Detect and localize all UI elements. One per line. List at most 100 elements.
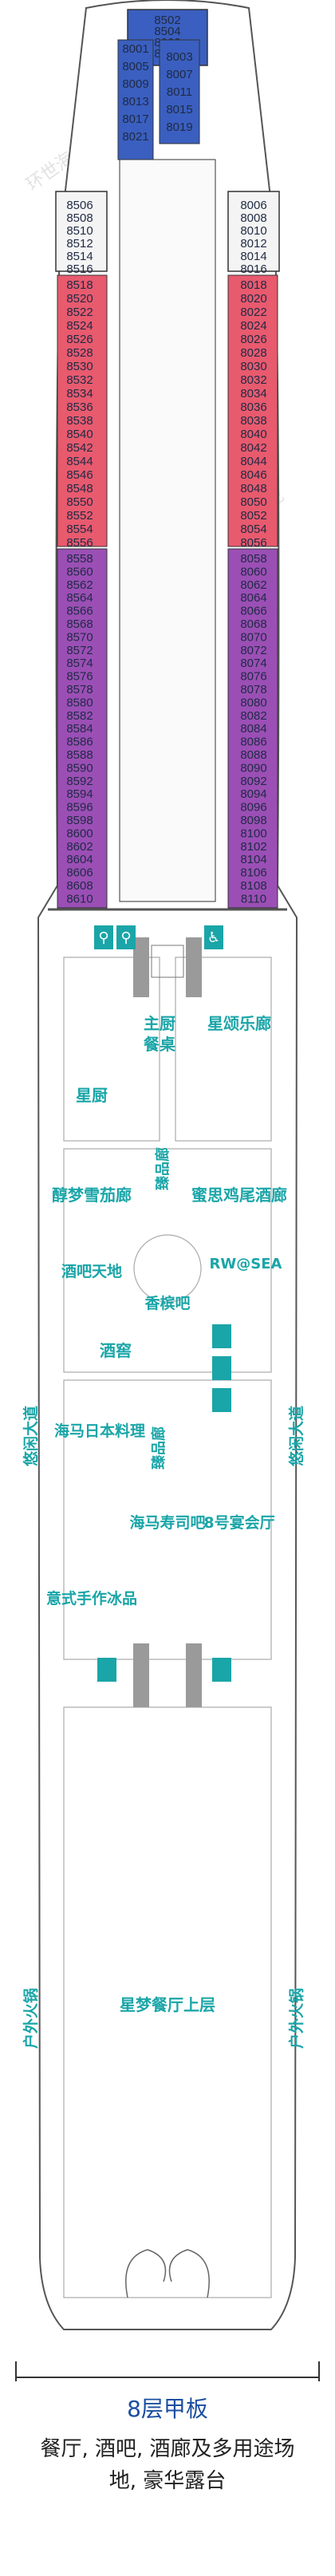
cabin-number: 8054 (240, 523, 266, 536)
restroom-icon (212, 1388, 231, 1412)
cabin-number: 8576 (66, 670, 93, 684)
cabin-number: 8070 (240, 630, 266, 644)
top-cabin-block-left (55, 191, 108, 272)
cabin-number: 8044 (240, 455, 266, 468)
aft-venue-area (63, 1379, 272, 1660)
venue-label: 海马寿司吧 (129, 1513, 205, 1532)
cabin-number: 8042 (240, 441, 266, 455)
cabin-number: 8088 (240, 748, 266, 762)
cabin-number: 8106 (240, 866, 266, 880)
cabin-number: 8548 (66, 482, 93, 495)
purple-cabin-block-left (57, 548, 108, 909)
accessible-icon (204, 925, 223, 949)
cabin-number: 8078 (240, 683, 266, 696)
cabin-number: 8062 (240, 578, 266, 592)
venue-labels: 主厨 餐桌 星颂乐廊 星厨 臻品廊 醇梦雪茄廊 蜜思鸡尾酒廊 酒吧天地 香槟吧 … (22, 1014, 305, 2049)
restroom-icon (116, 925, 136, 949)
cabin-number: 8038 (240, 414, 266, 428)
cabin-number: 8074 (240, 657, 266, 670)
cabin-number: 8056 (240, 536, 266, 550)
cabin-number: 8005 (122, 60, 148, 73)
venue-label: 8号宴会厅 (203, 1513, 274, 1532)
venue-label: 蜜思鸡尾酒廊 (191, 1185, 287, 1205)
cabin-number: 8518 (66, 278, 93, 292)
cabin-number: 8060 (240, 565, 266, 578)
cabin-number: 8030 (240, 360, 266, 373)
cabin-number: 8021 (122, 130, 148, 144)
restroom-icon (94, 925, 113, 949)
cabin-number: 8604 (66, 853, 93, 866)
elevator-bank (151, 945, 184, 978)
cabin-number: 8110 (241, 892, 266, 905)
cabin-number: 8552 (66, 509, 93, 523)
venue-label: 海马日本料理 (54, 1422, 145, 1440)
cabin-number: 8018 (240, 278, 266, 292)
cabin-number: 8084 (240, 722, 266, 736)
cabin-number: 8600 (66, 826, 93, 840)
cabin-number: 8072 (240, 644, 266, 657)
venue-label: 醇梦雪茄廊 (52, 1185, 132, 1205)
purple-cabin-block-right (227, 548, 278, 909)
cabin-number: 8052 (240, 509, 266, 523)
facility-icons: ⚲ ⚲ ♿ (94, 925, 231, 1682)
cabin-number: 8564 (66, 591, 93, 605)
cabin-number: 8094 (240, 787, 266, 801)
cabin-number: 8586 (66, 736, 93, 749)
public-areas (63, 957, 272, 2298)
cabin-number: 8080 (240, 696, 266, 709)
deck-description: 餐厅, 酒吧, 酒廊及多用途场地, 豪华露台 (40, 2437, 295, 2493)
stairwells (133, 937, 202, 1707)
aft-spiral-stairs (125, 2249, 210, 2298)
cabin-number: 8606 (66, 866, 93, 880)
cabin-number: 8598 (66, 814, 93, 827)
side-cabins: 8518852085228524852685288530853285348536… (57, 274, 278, 909)
cabin-number: 8040 (240, 428, 266, 441)
cabin-number: 8502 (154, 14, 180, 27)
venue-label: 餐桌 (144, 1035, 176, 1054)
cabin-number: 8532 (66, 373, 93, 387)
cabin-number: 8019 (166, 120, 192, 134)
cabin-number: 8024 (240, 319, 266, 333)
cabin-number: 8003 (166, 50, 192, 64)
cabin-number: 8540 (66, 428, 93, 441)
cabin-number: 8017 (122, 112, 148, 126)
venue-label: 意式手作冰品 (46, 1589, 137, 1608)
cabin-number: 8086 (240, 736, 266, 749)
mid-venue-area (63, 1148, 272, 1373)
cabin-number: 8032 (240, 373, 266, 387)
cabin-number: 8572 (66, 644, 93, 657)
cabin-number: 8590 (66, 761, 93, 775)
venue-label: 香槟吧 (144, 1294, 190, 1312)
cabin-number: 8034 (240, 387, 266, 400)
cabin-number: 8022 (240, 306, 266, 319)
cabin-number: 8528 (66, 346, 93, 360)
cabin-number: 8610 (66, 892, 93, 905)
venue-label: 酒吧天地 (61, 1262, 122, 1280)
cabin-number: 8578 (66, 683, 93, 696)
deck-plan-map: 环世海洋邮轮 环世海洋邮轮 环世海洋邮轮 环世海洋邮轮 环世海洋邮轮 环世海洋邮… (15, 0, 320, 2381)
cabin-number: 8104 (240, 853, 266, 866)
cabin-number: 8098 (240, 814, 266, 827)
red-cabin-block-right (227, 274, 278, 547)
cabin-number: 8006 (240, 199, 266, 212)
cabin-number: 8530 (66, 360, 93, 373)
cabin-number: 8608 (66, 879, 93, 893)
restroom-icon-glyph: ⚲ (120, 929, 131, 946)
cabin-number: 8076 (240, 670, 266, 684)
inner-cabin-column-right (159, 39, 200, 144)
cabin-number: 8516 (66, 262, 93, 276)
stair-fwd-right (186, 937, 202, 997)
cabin-number: 8090 (240, 761, 266, 775)
cabin-number: 8001 (122, 42, 148, 56)
venue-label: 臻品廊 (150, 1426, 168, 1469)
galley-area (63, 957, 160, 1142)
venue-label: 户外火锅 (287, 1988, 305, 2049)
red-cabin-block-left (57, 274, 108, 547)
cabin-number: 8558 (66, 552, 93, 566)
venue-label: RW@SEA (210, 1256, 282, 1272)
cabin-number: 8102 (240, 840, 266, 854)
cabin-number: 8536 (66, 400, 93, 414)
cabin-number: 8584 (66, 722, 93, 736)
cabin-number: 8594 (66, 787, 93, 801)
cabin-number: 8108 (240, 879, 266, 893)
